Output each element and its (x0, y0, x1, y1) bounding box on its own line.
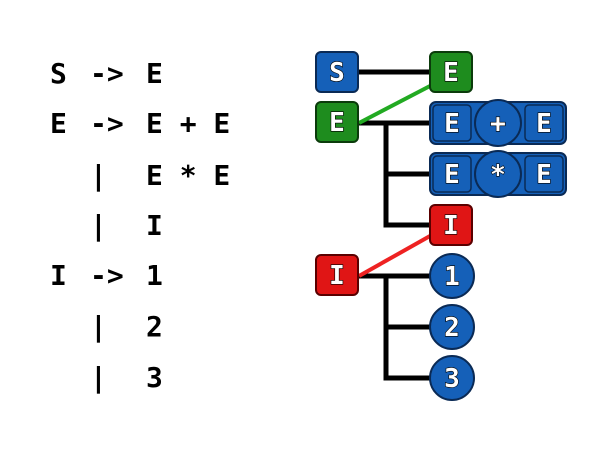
rule-4-bar: | (90, 209, 107, 242)
svg-text:3: 3 (444, 364, 460, 394)
svg-text:E: E (443, 58, 459, 88)
svg-text:+: + (490, 109, 506, 139)
rule-2-rhs: E + E (146, 107, 231, 140)
terminal-three-node: 3 (429, 355, 475, 401)
svg-text:E: E (536, 109, 552, 139)
green-link-line (358, 84, 431, 125)
rule-5-lhs: I (50, 259, 67, 292)
rule-4-rhs: I (146, 209, 163, 242)
rule-3-bar: | (90, 159, 107, 192)
rule-1-lhs: S (50, 57, 67, 90)
rule-5-rhs: 1 (146, 259, 163, 292)
rule-5-arrow: -> (90, 259, 124, 292)
svg-text:I: I (329, 261, 345, 291)
svg-text:*: * (490, 160, 506, 190)
svg-text:1: 1 (444, 262, 460, 292)
rule-3-rhs: E * E (146, 159, 231, 192)
plus-expression-node: E + E (429, 99, 567, 147)
rule-2-arrow: -> (90, 107, 124, 140)
e-source-node: E (315, 101, 359, 143)
rule-7-bar: | (90, 361, 107, 394)
svg-text:E: E (444, 109, 460, 139)
i-source-node: I (315, 254, 359, 296)
rule-7-rhs: 3 (146, 361, 163, 394)
svg-text:S: S (329, 58, 345, 88)
rule-6-rhs: 2 (146, 310, 163, 343)
terminal-two-node: 2 (429, 304, 475, 350)
svg-text:I: I (443, 211, 459, 241)
rule-6-bar: | (90, 310, 107, 343)
rule-1-arrow: -> (90, 57, 124, 90)
svg-text:2: 2 (444, 313, 460, 343)
i-result-node: I (429, 204, 473, 246)
terminal-one-node: 1 (429, 253, 475, 299)
svg-text:E: E (536, 160, 552, 190)
tree-lines (359, 69, 430, 381)
rule-1-rhs: E (146, 57, 163, 90)
s-node: S (315, 51, 359, 93)
times-expression-node: E * E (429, 150, 567, 198)
e-result-node: E (429, 51, 473, 93)
svg-text:E: E (329, 108, 345, 138)
svg-text:E: E (444, 160, 460, 190)
e-branch-line (383, 123, 430, 228)
rule-2-lhs: E (50, 107, 67, 140)
i-branch-line (383, 276, 430, 381)
red-link-line (358, 234, 431, 278)
